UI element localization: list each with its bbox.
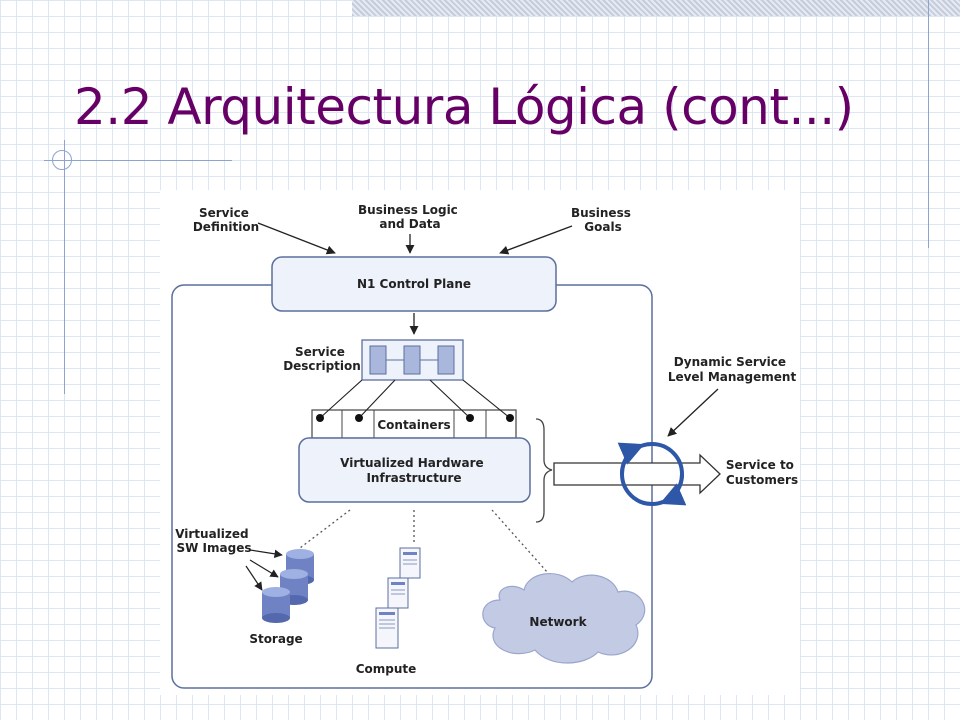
cycle-arrow-2: [659, 473, 687, 506]
network-label: Network: [529, 615, 587, 629]
title-underline: [44, 160, 232, 161]
arrow-business-goals: [499, 225, 573, 255]
service-module-3: [437, 345, 455, 375]
fan-dot-1: [316, 414, 324, 422]
top-decoration-bar: [352, 0, 960, 16]
service-definition-label: Service Definition: [193, 206, 259, 234]
sw-images-label: Virtualized SW Images: [175, 527, 253, 555]
sw-arrow-3: [245, 565, 263, 591]
control-plane-label: N1 Control Plane: [357, 277, 471, 291]
fan-dot-4: [506, 414, 514, 422]
fan-dot-2: [355, 414, 363, 422]
cycle-arrow-1: [617, 442, 645, 475]
slide-title: 2.2 Arquitectura Lógica (cont...): [74, 78, 854, 136]
service-to-customers-label: Service to Customers: [726, 458, 798, 487]
architecture-diagram-svg: Service Definition Business Logic and Da…: [171, 203, 798, 689]
virtualized-hardware-box: [298, 437, 531, 503]
containers-label: Containers: [377, 418, 450, 432]
service-module-1: [369, 345, 387, 375]
network-cloud-icon: [482, 573, 646, 664]
arrow-dynamic-slm: [667, 388, 719, 437]
architecture-diagram: Service Definition Business Logic and Da…: [160, 190, 800, 695]
fan-line-2: [358, 379, 396, 419]
business-logic-label: Business Logic and Data: [358, 203, 462, 231]
fan-dot-3: [466, 414, 474, 422]
compute-label: Compute: [356, 662, 417, 676]
sw-arrow-1: [249, 549, 283, 558]
infrastructure-bracket: [535, 418, 553, 523]
arrow-service-definition: [257, 222, 336, 255]
dynamic-slm-label: Dynamic Service Level Management: [668, 355, 797, 384]
storage-label: Storage: [249, 632, 302, 646]
business-goals-label: Business Goals: [571, 206, 635, 234]
service-description-label: Service Description: [283, 345, 361, 373]
corner-ring-ornament: [52, 150, 72, 170]
right-guide-line: [928, 0, 929, 248]
fan-line-4: [462, 379, 511, 419]
fan-line-3: [429, 379, 471, 419]
service-delivery-arrow: [553, 453, 721, 495]
control-plane-box: [271, 256, 557, 312]
virtualized-hardware-label: Virtualized Hardware Infrastructure: [340, 456, 488, 485]
left-guide-line: [64, 140, 65, 394]
sw-arrow-2: [249, 559, 279, 578]
dotted-line-network: [491, 509, 549, 574]
compute-servers-icon: [375, 547, 421, 649]
fan-line-1: [319, 379, 363, 419]
storage-disks-icon: [262, 549, 314, 623]
dotted-line-storage: [299, 509, 351, 549]
containers-row: [311, 409, 517, 439]
service-module-2: [403, 345, 421, 375]
